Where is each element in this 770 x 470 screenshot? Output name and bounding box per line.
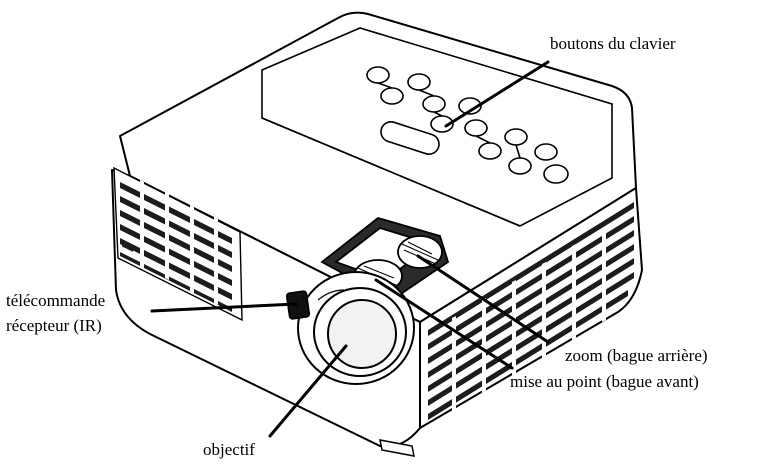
lens	[297, 271, 415, 385]
focus-leader-line	[374, 278, 514, 370]
keypad-button	[464, 119, 488, 137]
keypad-button	[508, 157, 532, 175]
keypad-button	[478, 142, 502, 160]
keypad-button	[422, 95, 446, 113]
lens-leader-line	[268, 344, 348, 438]
keypad-leader-line	[444, 60, 550, 128]
keypad-button	[534, 143, 558, 161]
keypad-button	[504, 128, 528, 146]
callout-lines	[150, 60, 550, 438]
keypad-button	[543, 164, 569, 184]
left-vent-slots	[120, 180, 232, 312]
keypad-button	[380, 87, 404, 105]
keypad-button	[366, 66, 390, 84]
remote-receiver-label-line2: récepteur (IR)	[6, 316, 102, 335]
focus-ring-label: mise au point (bague avant)	[510, 372, 699, 391]
zoom-ring-label: zoom (bague arrière)	[565, 346, 708, 365]
right-vent-slots	[428, 202, 634, 420]
keypad-button	[458, 97, 482, 115]
zoom-leader-line	[416, 254, 550, 344]
ir-receiver-window	[285, 290, 311, 320]
projector-feet	[379, 439, 415, 457]
keypad-buttons-label: boutons du clavier	[550, 34, 676, 53]
remote-receiver-label-line1: télécommande	[6, 291, 106, 310]
keypad-button	[407, 73, 431, 91]
ir-leader-line	[150, 302, 298, 313]
zoom-ring	[397, 235, 443, 269]
keypad-power-button	[380, 121, 440, 155]
keypad-buttons	[366, 66, 569, 184]
lens-label: objectif	[203, 440, 255, 459]
